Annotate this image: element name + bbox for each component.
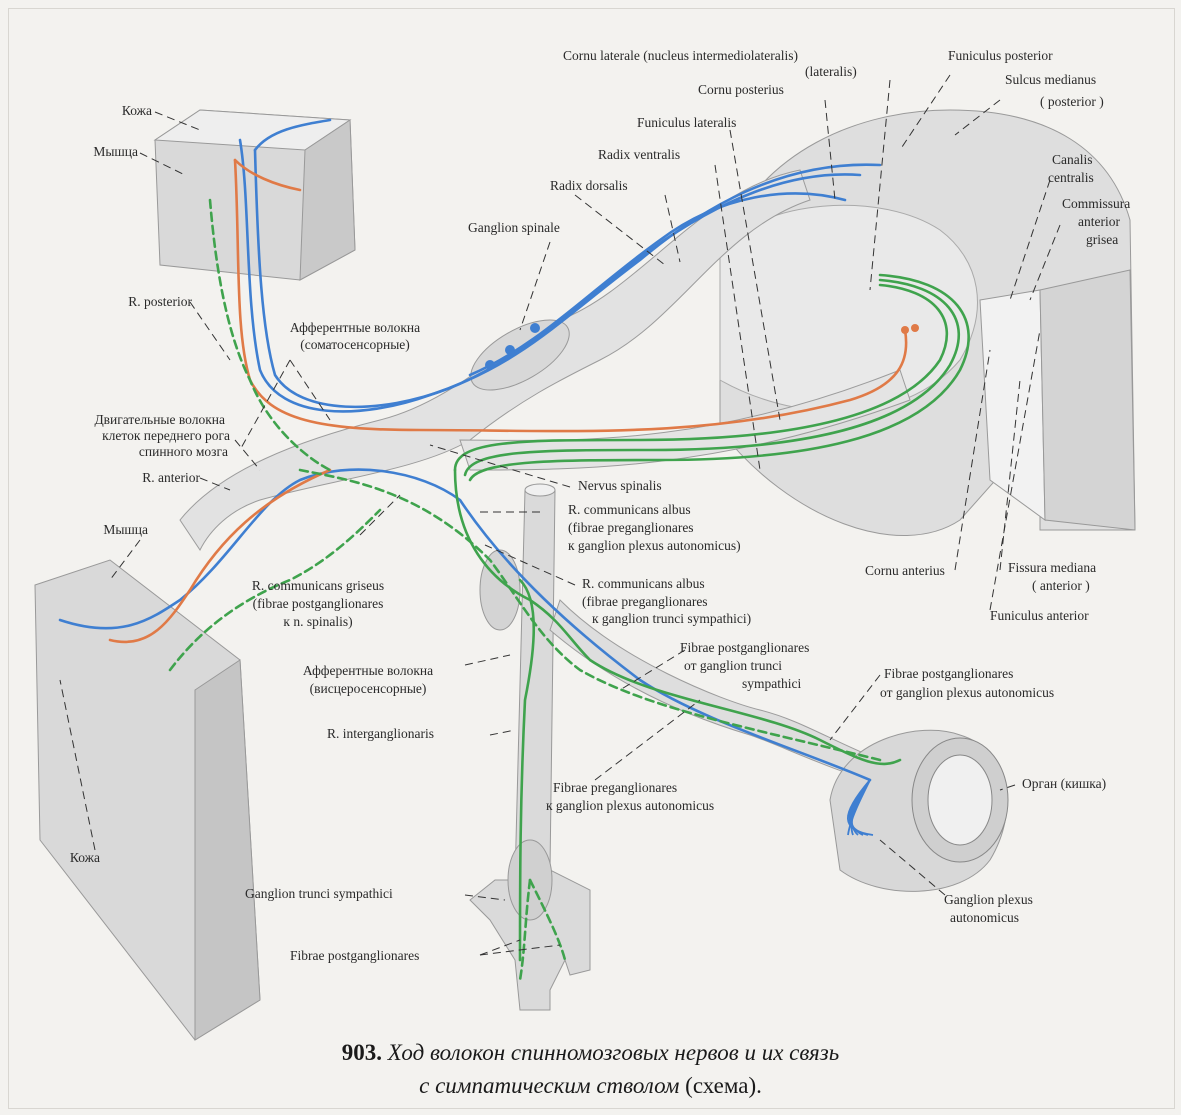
label-motor-fibers-3: спинного мозга [139,444,228,460]
caption-suffix: (схема). [685,1073,762,1098]
label-kozha-bottom: Кожа [70,850,100,866]
label-r-anterior: R. anterior [142,470,200,486]
figure-number: 903. [342,1040,382,1065]
label-afferent-somatic-2: (соматосенсорные) [300,337,410,353]
label-fibrae-post-plexus-2: от ganglion plexus autonomicus [880,685,1054,701]
label-r-posterior: R. posterior [128,294,192,310]
label-ganglion-plexus-2: autonomicus [950,910,1019,926]
label-organ: Орган (кишка) [1022,776,1106,792]
label-funiculus-posterior: Funiculus posterior [948,48,1053,64]
label-cornu-anterius: Cornu anterius [865,563,945,579]
label-cornu-posterius: Cornu posterius [698,82,784,98]
label-kozha-top: Кожа [122,103,152,119]
ganglion-cell-body-2 [505,345,515,355]
figure-caption-line1: 903. Ход волокон спинномозговых нервов и… [0,1040,1181,1066]
label-r-interganglionaris: R. interganglionaris [327,726,434,742]
label-rc-griseus-3: к n. spinalis) [283,614,352,630]
sympathetic-trunk [470,484,590,1010]
label-rc-albus-2-2: (fibrae preganglionares [582,594,708,610]
motor-neuron-body-1 [901,326,909,334]
label-fibrae-pre-plexus-1: Fibrae preganglionares [553,780,677,796]
label-fibrae-pre-plexus-2: к ganglion plexus autonomicus [546,798,714,814]
label-canalis-1: Canalis [1052,152,1093,168]
ganglion-cell-body-3 [530,323,540,333]
figure-caption-line2: с симпатическим стволом (схема). [0,1073,1181,1099]
label-fissura-mediana-2: ( anterior ) [1032,578,1090,594]
label-myshtsa-bottom: Мышца [103,522,148,538]
label-ganglion-trunci: Ganglion trunci sympathici [245,886,393,902]
ganglion-cell-body-1 [485,360,495,370]
label-afferent-visceral-1: Афферентные волокна [303,663,433,679]
label-cornu-laterale-2: (lateralis) [805,64,857,80]
label-ganglion-spinale: Ganglion spinale [468,220,560,236]
label-rc-albus-1-2: (fibrae preganglionares [568,520,694,536]
label-fibrae-post-trunci-3: sympathici [742,676,801,692]
label-fibrae-post-trunci-2: от ganglion trunci [684,658,782,674]
label-commissura-2: anterior [1078,214,1120,230]
label-funiculus-lateralis: Funiculus lateralis [637,115,736,131]
caption-title-line2: с симпатическим стволом [419,1073,679,1098]
label-canalis-2: centralis [1048,170,1094,186]
label-rc-albus-1-3: к ganglion plexus autonomicus) [568,538,741,554]
label-sulcus-medianus-1: Sulcus medianus [1005,72,1096,88]
label-fibrae-postganglionares: Fibrae postganglionares [290,948,419,964]
label-rc-albus-1-1: R. communicans albus [568,502,691,518]
label-sulcus-medianus-2: ( posterior ) [1040,94,1104,110]
label-rc-griseus-1: R. communicans griseus [252,578,384,594]
label-commissura-1: Commissura [1062,196,1130,212]
tissue-block-top [155,110,355,280]
label-myshtsa-top: Мышца [93,144,138,160]
label-rc-albus-2-1: R. communicans albus [582,576,705,592]
label-afferent-visceral-2: (висцеросенсорные) [310,681,427,697]
label-ganglion-plexus-1: Ganglion plexus [944,892,1033,908]
label-fibrae-post-plexus-1: Fibrae postganglionares [884,666,1013,682]
label-funiculus-anterior: Funiculus anterior [990,608,1089,624]
label-cornu-laterale-1: Cornu laterale (nucleus intermediolatera… [563,48,798,64]
label-radix-dorsalis: Radix dorsalis [550,178,628,194]
motor-neuron-body-2 [911,324,919,332]
tissue-block-bottom [35,560,260,1040]
visceral-nerve [550,600,885,785]
label-motor-fibers-2: клеток переднего рога [102,428,230,444]
label-motor-fibers-1: Двигательные волокна [94,412,225,428]
label-rc-griseus-2: (fibrae postganglionares [253,596,384,612]
label-fissura-mediana-1: Fissura mediana [1008,560,1096,576]
label-radix-ventralis: Radix ventralis [598,147,680,163]
label-fibrae-post-trunci-1: Fibrae postganglionares [680,640,809,656]
label-nervus-spinalis: Nervus spinalis [578,478,662,494]
label-rc-albus-2-3: к ganglion trunci sympathici) [592,611,751,627]
caption-title-line1: Ход волокон спинномозговых нервов и их с… [388,1040,839,1065]
label-afferent-somatic-1: Афферентные волокна [290,320,420,336]
label-commissura-3: grisea [1086,232,1118,248]
